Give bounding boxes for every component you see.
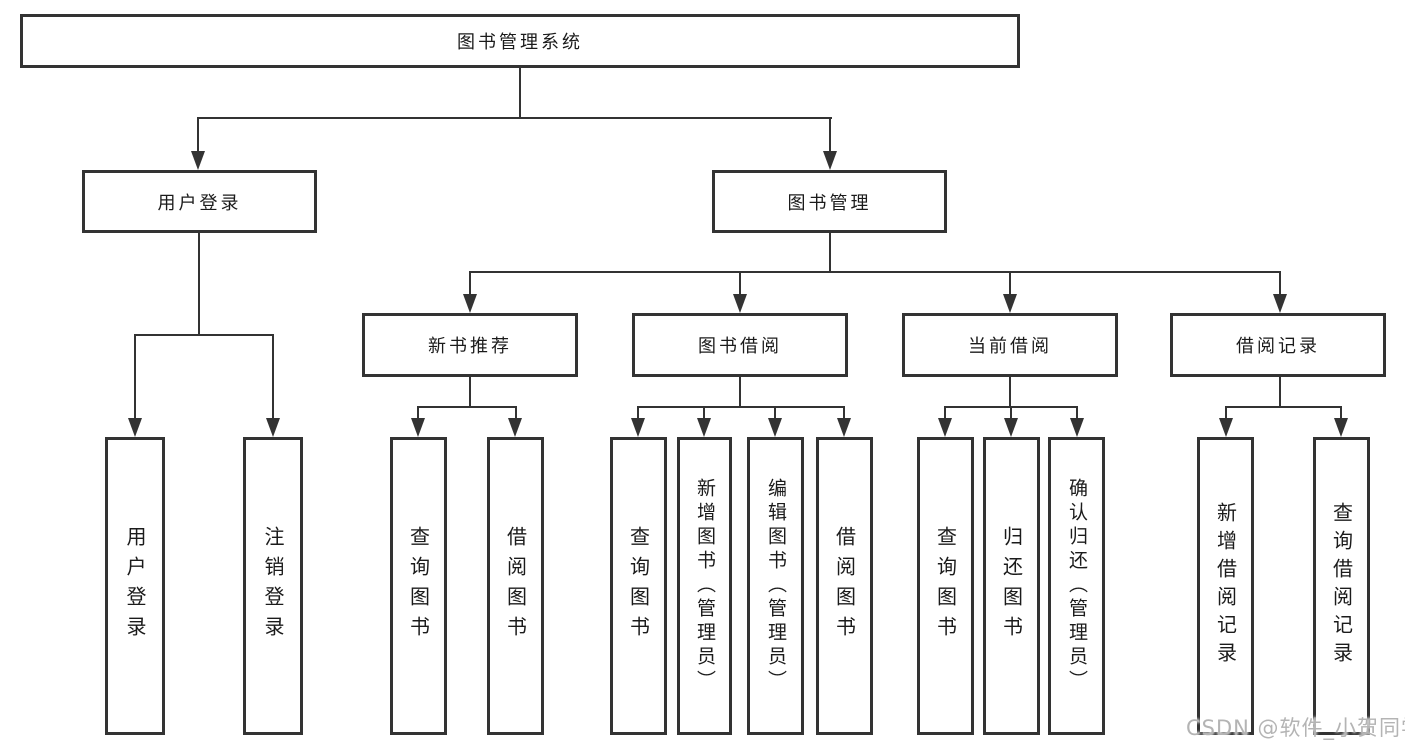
arrow-down-icon <box>1219 418 1233 437</box>
csdn-watermark: CSDN @软件_小贺同学 <box>1186 716 1405 740</box>
node-current-borrowing: 当前借阅 <box>902 313 1118 377</box>
connector-line <box>1010 406 1012 420</box>
arrow-down-icon <box>768 418 782 437</box>
arrow-down-icon <box>938 418 952 437</box>
leaf-bb-borrow-books: 借阅图书 <box>816 437 873 735</box>
connector-line <box>1009 377 1011 408</box>
leaf-cb-return-books: 归还图书 <box>983 437 1040 735</box>
connector-line <box>1076 406 1078 420</box>
connector-line <box>134 334 136 420</box>
arrow-down-icon <box>631 418 645 437</box>
node-user-login: 用户登录 <box>82 170 317 233</box>
connector-line <box>417 406 419 420</box>
connector-line <box>637 406 845 408</box>
leaf-logout-login: 注销登录 <box>243 437 303 735</box>
connector-line <box>198 233 200 336</box>
connector-line <box>1225 406 1227 420</box>
arrow-down-icon <box>1004 418 1018 437</box>
node-book-borrowing: 图书借阅 <box>632 313 848 377</box>
arrow-down-icon <box>191 151 205 170</box>
connector-line <box>1009 271 1011 297</box>
connector-line <box>843 406 845 420</box>
connector-line <box>469 271 1281 273</box>
leaf-br-query-borrow-record: 查询借阅记录 <box>1313 437 1370 735</box>
arrow-down-icon <box>837 418 851 437</box>
leaf-nb-borrow-books: 借阅图书 <box>487 437 544 735</box>
connector-line <box>197 117 199 153</box>
arrow-down-icon <box>128 418 142 437</box>
connector-line <box>1279 271 1281 297</box>
connector-line <box>469 271 471 297</box>
connector-line <box>739 271 741 297</box>
leaf-bb-query-books: 查询图书 <box>610 437 667 735</box>
connector-line <box>637 406 639 420</box>
leaf-nb-query-books: 查询图书 <box>390 437 447 735</box>
connector-line <box>944 406 946 420</box>
connector-line <box>197 117 832 119</box>
leaf-user-login: 用户登录 <box>105 437 165 735</box>
arrow-down-icon <box>1273 294 1287 313</box>
connector-line <box>134 334 274 336</box>
connector-line <box>515 406 517 420</box>
arrow-down-icon <box>733 294 747 313</box>
arrow-down-icon <box>266 418 280 437</box>
connector-line <box>1279 377 1281 408</box>
arrow-down-icon <box>1003 294 1017 313</box>
connector-line <box>703 406 705 420</box>
arrow-down-icon <box>1334 418 1348 437</box>
arrow-down-icon <box>1070 418 1084 437</box>
arrow-down-icon <box>411 418 425 437</box>
connector-line <box>774 406 776 420</box>
node-library-system: 图书管理系统 <box>20 14 1020 68</box>
connector-line <box>829 233 831 273</box>
node-borrowing-records: 借阅记录 <box>1170 313 1386 377</box>
leaf-bb-edit-books-admin: 编辑图书（管理员） <box>747 437 804 735</box>
arrow-down-icon <box>823 151 837 170</box>
leaf-cb-confirm-return-admin: 确认归还（管理员） <box>1048 437 1105 735</box>
connector-line <box>739 377 741 408</box>
connector-line <box>829 117 831 153</box>
leaf-cb-query-books: 查询图书 <box>917 437 974 735</box>
node-book-management: 图书管理 <box>712 170 947 233</box>
connector-line <box>272 334 274 420</box>
connector-line <box>1225 406 1342 408</box>
connector-line <box>1340 406 1342 420</box>
connector-line <box>519 68 521 118</box>
arrow-down-icon <box>508 418 522 437</box>
leaf-br-add-borrow-record: 新增借阅记录 <box>1197 437 1254 735</box>
leaf-bb-add-books-admin: 新增图书（管理员） <box>677 437 732 735</box>
connector-line <box>417 406 517 408</box>
arrow-down-icon <box>463 294 477 313</box>
node-new-book-recommendation: 新书推荐 <box>362 313 578 377</box>
connector-line <box>469 377 471 408</box>
arrow-down-icon <box>697 418 711 437</box>
